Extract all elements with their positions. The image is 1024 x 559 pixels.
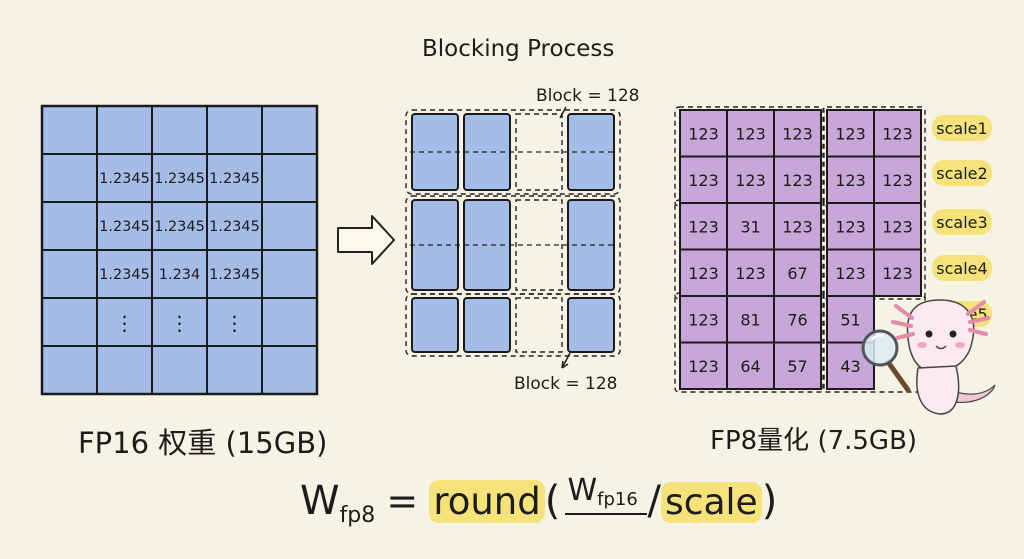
fp16-cell-value: 1.2345: [99, 267, 150, 283]
fp8-cell-value: 64: [740, 357, 760, 376]
scale-label: scale4: [936, 259, 987, 278]
fp8-cell: [679, 109, 728, 158]
fp8-cell: [873, 202, 922, 251]
axolotl-mascot-icon: [861, 299, 996, 415]
formula-slash: /: [647, 478, 661, 524]
formula-scale: scale: [660, 482, 762, 523]
fp8-cell: [873, 248, 922, 297]
fp8-cell-value: 123: [688, 264, 719, 283]
fp8-cell-value: 123: [688, 217, 719, 236]
fp8-cell: [773, 248, 822, 297]
fp8-cell-value: 31: [740, 217, 760, 236]
fp8-cell-value: 123: [688, 357, 719, 376]
formula-lhs: W: [300, 478, 340, 524]
fp8-cell-value: 123: [882, 217, 913, 236]
fp8-cell-value: 123: [835, 217, 866, 236]
right-arrow-icon: [337, 215, 395, 265]
fp8-cell-value: 123: [835, 171, 866, 190]
block-label-top: Block = 128: [536, 86, 639, 106]
scale-highlight: [932, 255, 992, 281]
vertical-ellipsis: ⋮: [225, 311, 245, 335]
fp16-cell-value: 1.234: [159, 267, 201, 283]
fp8-cell: [773, 341, 822, 390]
fp8-cell-value: 123: [782, 124, 813, 143]
fp8-cell-value: 123: [735, 124, 766, 143]
fraction-bar: [565, 512, 648, 515]
weight-block: [411, 297, 459, 353]
scale-label: scale3: [936, 213, 987, 232]
fp8-cell-value: 123: [735, 171, 766, 190]
scale-labels: scale1scale2scale3scale4scale5: [932, 115, 992, 327]
fp16-cell-value: 1.2345: [154, 171, 205, 187]
formula-numerator-sub: fp16: [597, 488, 638, 510]
fp8-cell: [773, 202, 822, 251]
vertical-ellipsis: ⋮: [115, 311, 135, 335]
fp8-cell-value: 123: [688, 171, 719, 190]
formula-close-paren: ): [761, 478, 778, 524]
fp8-cell-value: 57: [787, 357, 807, 376]
fp8-cell-value: 43: [840, 357, 860, 376]
empty-block-slot: [515, 113, 563, 191]
formula-equals: =: [386, 479, 419, 523]
vertical-ellipsis: ⋮: [170, 311, 190, 335]
empty-block-slot: [515, 199, 563, 291]
scale-highlight: [932, 115, 992, 141]
fp8-block-outline: [674, 292, 825, 393]
fp8-cell-value: 81: [740, 310, 760, 329]
fp8-cell: [826, 155, 875, 204]
fp16-cell-value: 1.2345: [99, 171, 150, 187]
fp16-cell-value: 1.2345: [209, 171, 260, 187]
empty-block-slot: [515, 297, 563, 353]
fp8-cell-value: 51: [840, 310, 860, 329]
fp16-cell-value: 1.2345: [209, 219, 260, 235]
fp8-block-outline: [674, 106, 825, 207]
fp16-caption: FP16 权重 (15GB): [78, 426, 328, 460]
fp16-cell-value: 1.2345: [209, 267, 260, 283]
block-group-outline: [405, 293, 621, 357]
block-group-outline: [405, 109, 621, 195]
scale-highlight: [932, 160, 992, 186]
block-pointer-bottom-icon: [561, 352, 571, 369]
formula-lhs-sub: fp8: [339, 503, 376, 528]
formula-open-paren: (: [544, 478, 561, 524]
weight-block: [567, 297, 615, 353]
fp8-cell-value: 123: [688, 310, 719, 329]
fp8-caption: FP8量化 (7.5GB): [710, 426, 918, 456]
fp8-cell: [679, 155, 728, 204]
quantization-formula: Wfp8 = round( Wfp16 /scale): [300, 473, 778, 538]
fp8-cell: [773, 109, 822, 158]
formula-round: round: [429, 480, 545, 523]
fp16-cell-value: 1.2345: [154, 219, 205, 235]
fp16-cell-value: 1.2345: [99, 219, 150, 235]
scale-label: scale1: [936, 119, 987, 138]
fp8-cell-value: 67: [787, 264, 807, 283]
blocking-process-diagram: [405, 109, 621, 357]
fp8-cell-value: 123: [882, 124, 913, 143]
formula-numerator: W: [567, 472, 598, 508]
fp8-block-outline: [674, 199, 825, 300]
fp8-cell: [726, 155, 775, 204]
fp8-cell-value: 123: [735, 264, 766, 283]
scale-highlight: [932, 209, 992, 235]
fp8-cell-value: 76: [787, 310, 807, 329]
block-label-bottom: Block = 128: [514, 374, 617, 394]
weight-block: [463, 297, 511, 353]
weight-block: [411, 199, 459, 291]
block-pointer-top-icon: [559, 106, 567, 119]
fp8-cell-value: 123: [882, 264, 913, 283]
blocking-process-title: Blocking Process: [422, 36, 615, 62]
fp8-cell-value: 123: [882, 171, 913, 190]
fp8-cell-value: 123: [835, 124, 866, 143]
scale-label: scale2: [936, 164, 987, 183]
fp8-cell-value: 123: [835, 264, 866, 283]
fp8-cell-value: 123: [782, 217, 813, 236]
fp8-cell-value: 123: [782, 171, 813, 190]
fp8-quantized-matrix: 123 123 123 123 123 123 123 123 123 123 123 31 123 12…: [674, 106, 926, 393]
fp8-cell-value: 123: [688, 124, 719, 143]
weight-block: [411, 113, 459, 191]
